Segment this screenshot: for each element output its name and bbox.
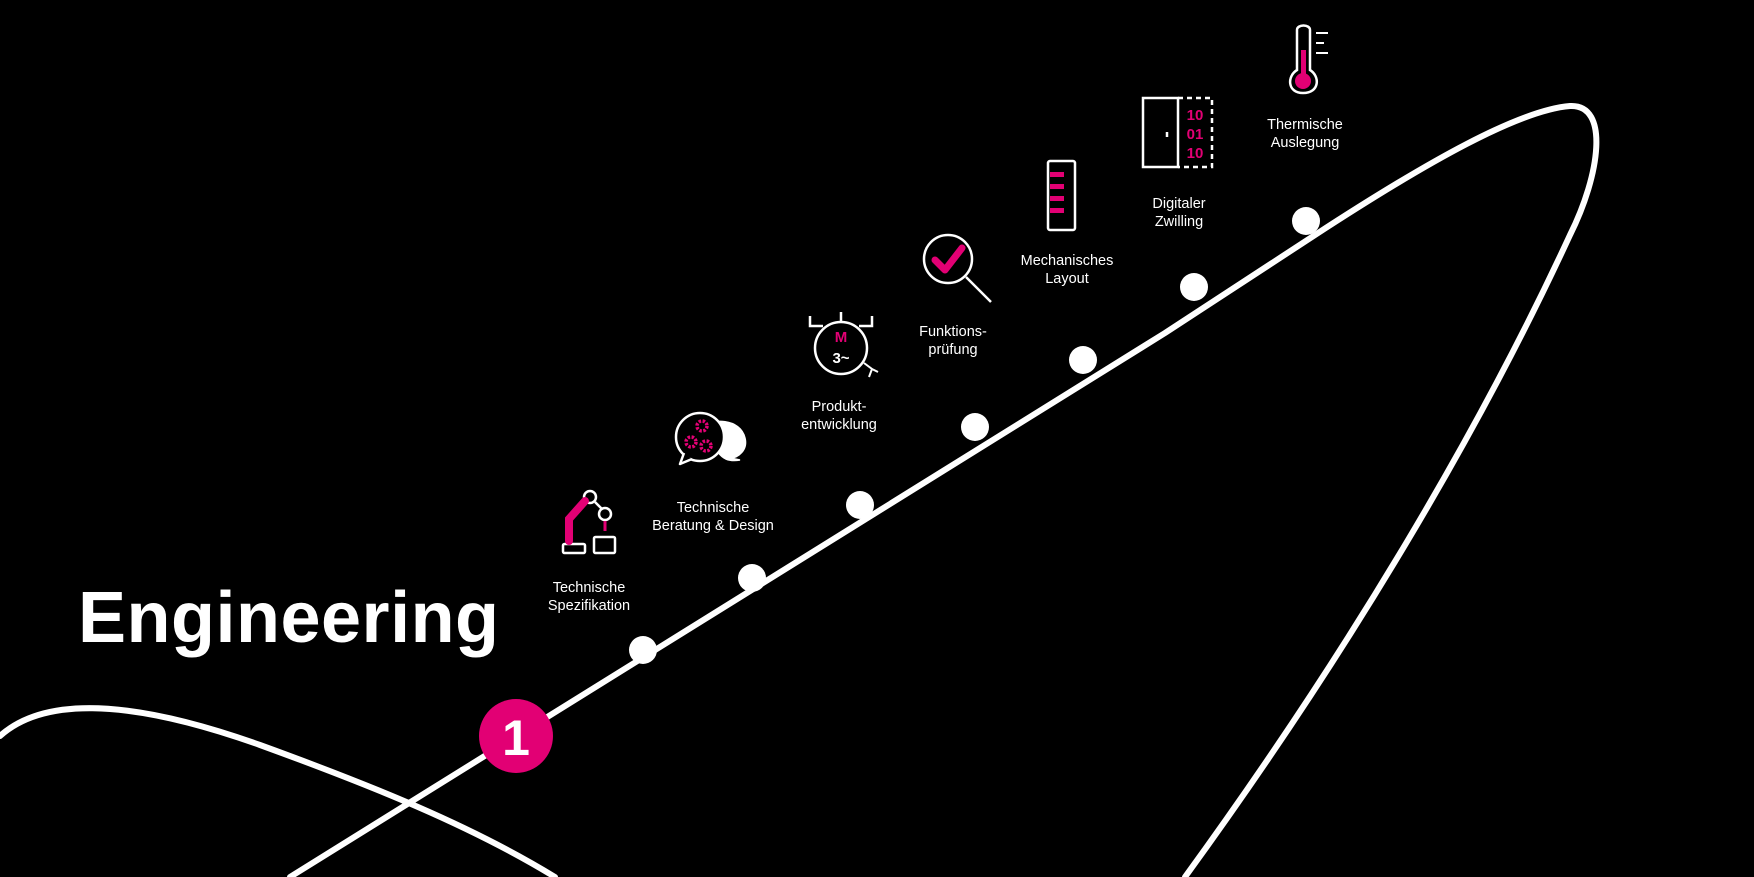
digital-twin-icon: 10 01 10 <box>1141 96 1214 169</box>
motor-icon: M 3~ <box>808 312 879 378</box>
start-marker: 1 <box>479 699 553 773</box>
magnifier-check-icon <box>922 233 992 303</box>
milestone-dot <box>1292 207 1320 235</box>
chat-gears-icon <box>674 411 747 466</box>
milestone-dot <box>1180 273 1208 301</box>
step-label-produktentwicklung: Produkt- entwicklung <box>801 399 877 433</box>
orbit-curve <box>287 102 1600 877</box>
twin-bits-row-2: 01 <box>1187 126 1204 143</box>
motor-label-phase: 3~ <box>832 350 849 367</box>
robot-arm-icon <box>561 489 617 555</box>
cabinet-icon <box>1046 159 1077 232</box>
page-title: Engineering <box>78 578 500 658</box>
milestones <box>629 207 1320 664</box>
milestone-dot <box>629 636 657 664</box>
milestone-dot <box>738 564 766 592</box>
step-label-mechanisches-layout: Mechanisches Layout <box>1020 253 1114 287</box>
step-label-digitaler-zwilling: Digitaler Zwilling <box>1152 196 1206 230</box>
twin-bits-row-1: 10 <box>1187 107 1204 124</box>
start-number: 1 <box>502 710 530 766</box>
step-label-technische-spezifikation: Technische Spezifikation <box>547 580 631 614</box>
milestone-dot <box>961 413 989 441</box>
start-circle <box>479 699 553 773</box>
twin-bits-row-3: 10 <box>1187 145 1204 162</box>
step-label-thermische-auslegung: Thermische Auslegung <box>1267 117 1343 151</box>
step-label-technische-beratung-design: Technische Beratung & Design <box>652 500 774 534</box>
step-label-funktionspruefung: Funktions- prüfung <box>919 324 987 358</box>
milestone-dot <box>1069 346 1097 374</box>
milestone-dot <box>846 491 874 519</box>
motor-label-m: M <box>835 329 848 346</box>
thermometer-icon <box>1289 24 1328 95</box>
swoosh-curve <box>0 705 558 877</box>
